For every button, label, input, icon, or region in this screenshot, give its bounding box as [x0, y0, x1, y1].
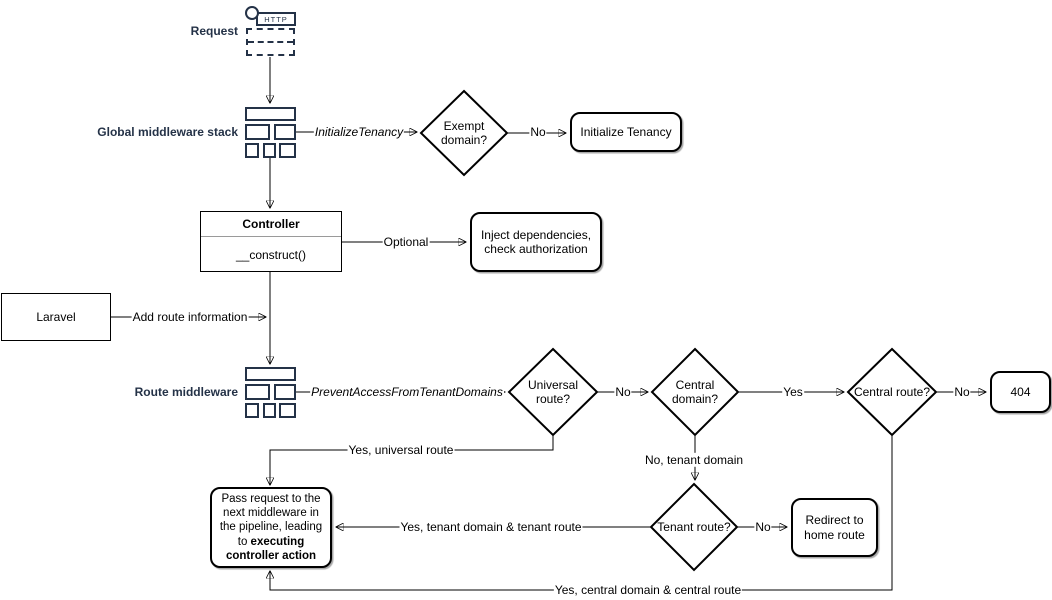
global-middleware-stack-icon [245, 107, 296, 158]
universal-route-text: Universal route? [527, 377, 578, 406]
edge-label-no-tenant-domain: No, tenant domain [643, 452, 745, 468]
mw-row1 [245, 367, 296, 381]
mw-cell [245, 403, 259, 418]
pass-request-content: Pass request to the next middleware in t… [215, 492, 327, 563]
edge-label-exempt-no: No [529, 124, 547, 140]
central-domain-diamond [650, 347, 740, 437]
pass-request-node: Pass request to the next middleware in t… [210, 487, 332, 568]
edge-label-initialize-tenancy: InitializeTenancy [313, 124, 405, 140]
exempt-domain-text: Exempt domain? [440, 118, 488, 147]
mw-cell [274, 124, 296, 140]
mw-cell [245, 384, 270, 400]
tenant-route-text: Tenant route? [657, 519, 731, 534]
central-domain-text: Central domain? [671, 377, 719, 406]
http-badge: HTTP [256, 12, 296, 26]
edge-label-optional: Optional [382, 234, 430, 250]
controller-member: __construct() [235, 247, 307, 262]
redirect-home-node: Redirect to home route [791, 498, 878, 557]
laravel-node: Laravel [1, 293, 111, 341]
exempt-domain-diamond [419, 89, 509, 177]
http-request-icon: HTTP [245, 6, 296, 56]
request-body-divider [248, 41, 293, 43]
route-middleware-label: Route middleware [134, 385, 238, 399]
edge-label-yes-tenant-domain-route: Yes, tenant domain & tenant route [399, 519, 583, 535]
mw-row1 [245, 107, 296, 121]
request-label: Request [190, 24, 238, 38]
pass-request-text: Pass request to the next middleware in t… [219, 492, 323, 548]
mw-cell [274, 384, 296, 400]
edge-label-universal-no: No [614, 384, 632, 400]
mw-cell [245, 143, 259, 158]
global-middleware-stack-label: Global middleware stack [97, 125, 238, 139]
edge-label-yes-universal-route: Yes, universal route [347, 442, 455, 458]
mw-cell [279, 403, 296, 418]
controller-title: Controller [201, 212, 341, 237]
edge-label-central-route-no: No [953, 384, 971, 400]
mw-cell [279, 143, 296, 158]
http-circle-icon [245, 6, 259, 20]
tenant-route-diamond [649, 482, 739, 572]
mw-cell [262, 143, 276, 158]
controller-node: Controller __construct() [200, 211, 342, 272]
central-route-text: Central route? [853, 384, 931, 399]
edge-label-central-domain-yes: Yes [782, 384, 804, 400]
404-node: 404 [990, 371, 1051, 413]
edge-label-tenant-route-no: No [754, 519, 772, 535]
edge-label-add-route-information: Add route information [131, 309, 249, 325]
edge-label-prevent-access: PreventAccessFromTenantDomains [310, 384, 504, 400]
route-middleware-icon [245, 367, 296, 418]
universal-route-diamond [507, 347, 599, 437]
central-route-diamond [846, 347, 938, 437]
mw-cell [262, 403, 276, 418]
inject-dependencies-node: Inject dependencies, check authorization [470, 212, 602, 272]
initialize-tenancy-node: Initialize Tenancy [570, 112, 682, 152]
edge-label-yes-central-domain-route: Yes, central domain & central route [553, 582, 743, 598]
mw-cell [245, 124, 270, 140]
pass-request-bold-text: executing controller action [225, 535, 317, 562]
